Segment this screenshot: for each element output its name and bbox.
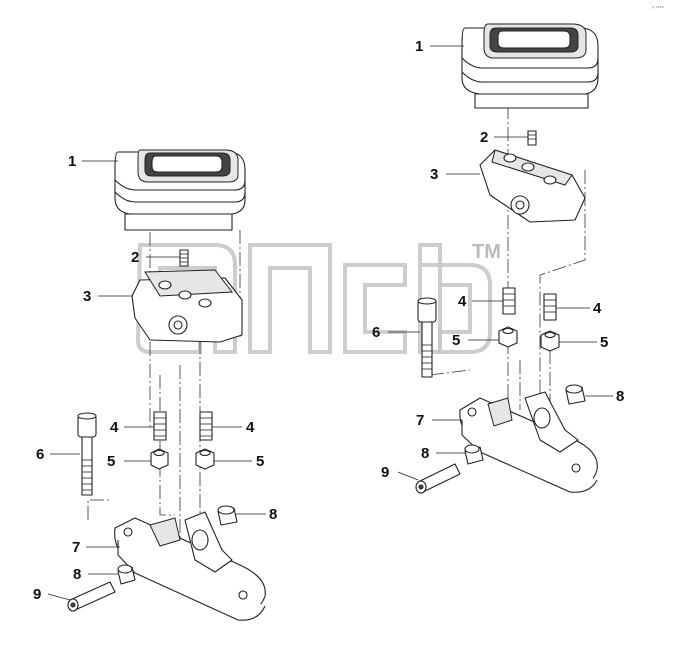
callout-3: 3 (83, 288, 91, 305)
part-4-stud (199, 411, 213, 441)
part-4-stud (153, 411, 167, 441)
callout-8: 8 (269, 506, 277, 523)
callout-4: 4 (458, 293, 467, 310)
callout-8: 8 (73, 566, 81, 583)
right-assembly: 1 2 3 4 4 5 5 6 7 8 8 9 (372, 23, 624, 494)
callout-8: 8 (421, 445, 429, 462)
part-5-nut (195, 448, 215, 470)
left-callouts: 1 2 3 4 4 5 5 6 7 8 8 9 (33, 153, 277, 603)
part-5-nut (498, 326, 518, 348)
part-4-stud (502, 287, 516, 315)
left-assembly: 1 2 3 4 4 5 5 6 7 8 8 9 (33, 149, 277, 621)
callout-6: 6 (372, 324, 380, 341)
callout-9: 9 (381, 464, 389, 481)
part-8-bushing (464, 444, 484, 465)
callout-4: 4 (110, 419, 119, 436)
callout-9: 9 (33, 586, 41, 603)
callout-2: 2 (480, 129, 488, 146)
part-3-bracket (479, 149, 586, 223)
corner-mark: ᵍ ⁴⁸⁸⁸ (652, 5, 664, 11)
part-1-pad (114, 149, 246, 231)
callout-1: 1 (68, 153, 76, 170)
part-4-stud (543, 293, 557, 321)
part-8-bushing (117, 564, 136, 585)
callout-7: 7 (416, 412, 424, 429)
watermark-logo: TM (135, 241, 501, 354)
part-5-nut (540, 330, 560, 352)
part-8-bushing (217, 505, 238, 526)
callout-6: 6 (36, 446, 44, 463)
callout-5: 5 (256, 453, 264, 470)
part-6-capscrew (417, 297, 437, 378)
callout-5: 5 (452, 332, 460, 349)
callout-2: 2 (131, 249, 139, 266)
callout-4: 4 (246, 419, 255, 436)
part-9-pin (67, 581, 116, 612)
callout-5: 5 (107, 453, 115, 470)
callout-4: 4 (593, 300, 602, 317)
part-1-pad (461, 23, 599, 109)
part-2-setscrew (527, 130, 537, 146)
right-callouts: 1 2 3 4 4 5 5 6 7 8 8 9 (372, 38, 624, 481)
part-7-base (459, 391, 598, 493)
part-3-bracket (131, 269, 243, 343)
part-9-pin (415, 463, 461, 494)
callout-8: 8 (616, 388, 624, 405)
callout-3: 3 (430, 166, 438, 183)
part-2-setscrew (179, 249, 189, 267)
callout-5: 5 (600, 334, 608, 351)
part-6-capscrew (77, 412, 97, 496)
part-8-bushing (565, 384, 586, 405)
callout-1: 1 (415, 38, 423, 55)
watermark-trademark: TM (472, 241, 501, 263)
part-5-nut (150, 448, 169, 470)
callout-7: 7 (72, 539, 80, 556)
part-7-base (114, 511, 266, 621)
